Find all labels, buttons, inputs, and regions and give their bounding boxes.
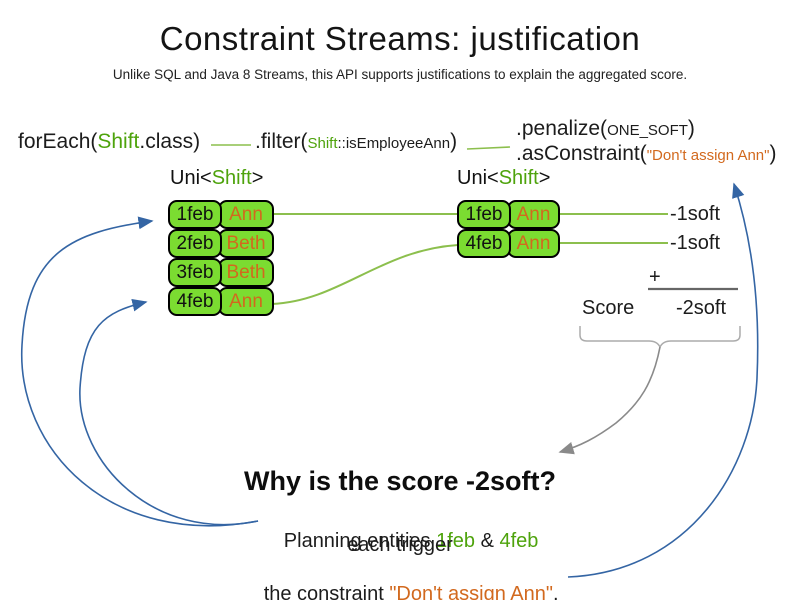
stream-line-4feb-curve — [271, 244, 459, 305]
code-asconstraint: .asConstraint("Don't assign Ann") — [516, 142, 776, 166]
shift-date-cell: 1feb — [457, 200, 511, 229]
code-filter: .filter(Shift::isEmployeeAnn) — [255, 130, 457, 154]
code-filter-suffix: ) — [450, 130, 458, 153]
explanation-line-2: each trigger — [347, 534, 453, 556]
score-brace — [579, 326, 741, 349]
expl3-prefix: the constraint — [263, 583, 390, 600]
type-label-post: > — [251, 167, 264, 189]
left-stream-type-label: Uni<Shift> — [170, 167, 263, 190]
page-title: Constraint Streams: justification — [159, 20, 641, 57]
code-penalize-prefix: .penalize( — [516, 117, 608, 140]
code-filter-methodref: ::isEmployeeAnn — [337, 135, 451, 152]
code-foreach-class: Shift — [97, 130, 140, 153]
code-penalize-suffix: ) — [687, 117, 695, 140]
code-asconstraint-suffix: ) — [769, 142, 777, 165]
expl1-entity2: 4feb — [499, 530, 539, 552]
type-label-type: Shift — [211, 167, 252, 189]
expl1-prefix: Planning entities — [283, 530, 437, 552]
expl3-suffix: . — [552, 583, 559, 600]
connector-filter-penalize — [466, 146, 511, 150]
type-label-post: > — [538, 167, 551, 189]
shift-employee-cell: Ann — [507, 229, 560, 258]
shift-date-cell: 4feb — [457, 229, 511, 258]
gray-arrow-to-why — [558, 346, 661, 455]
shift-date-cell: 3feb — [168, 258, 222, 287]
code-asconstraint-prefix: .asConstraint( — [516, 142, 647, 165]
score-value: -2soft — [676, 297, 727, 319]
code-filter-prefix: .filter( — [255, 130, 308, 153]
expl3-constraint: "Don't assign Ann" — [389, 583, 553, 600]
shift-date-cell: 4feb — [168, 287, 222, 316]
explanation-line-3: the constraint "Don't assign Ann". — [0, 560, 800, 600]
right-stream-type-label: Uni<Shift> — [457, 167, 550, 190]
page-subtitle: Unlike SQL and Java 8 Streams, this API … — [112, 67, 688, 82]
code-foreach-suffix: .class) — [139, 130, 201, 153]
score-label: Score — [582, 297, 635, 319]
type-label-type: Shift — [498, 167, 539, 189]
explanation-line-1: Planning entities 1feb & 4feb — [0, 507, 800, 576]
code-penalize: .penalize(ONE_SOFT) — [516, 117, 695, 141]
code-filter-class: Shift — [307, 135, 338, 152]
shift-date-cell: 1feb — [168, 200, 222, 229]
code-penalize-arg: ONE_SOFT — [607, 122, 688, 139]
shift-employee-cell: Ann — [218, 287, 274, 316]
shift-employee-cell: Beth — [218, 229, 274, 258]
shift-date-cell: 2feb — [168, 229, 222, 258]
type-label-pre: Uni< — [170, 167, 212, 189]
code-asconstraint-arg: "Don't assign Ann" — [646, 147, 770, 164]
penalty-label-2: -1soft — [670, 232, 721, 254]
shift-employee-cell: Ann — [507, 200, 560, 229]
shift-employee-cell: Ann — [218, 200, 274, 229]
expl1-entity1: 1feb — [436, 530, 476, 552]
why-heading: Why is the score -2soft? — [243, 466, 557, 496]
code-foreach-prefix: forEach( — [18, 130, 98, 153]
code-foreach: forEach(Shift.class) — [18, 130, 200, 154]
expl1-amp: & — [475, 530, 500, 552]
type-label-pre: Uni< — [457, 167, 499, 189]
penalty-label-1: -1soft — [670, 203, 721, 225]
shift-employee-cell: Beth — [218, 258, 274, 287]
plus-sign: + — [649, 266, 661, 288]
